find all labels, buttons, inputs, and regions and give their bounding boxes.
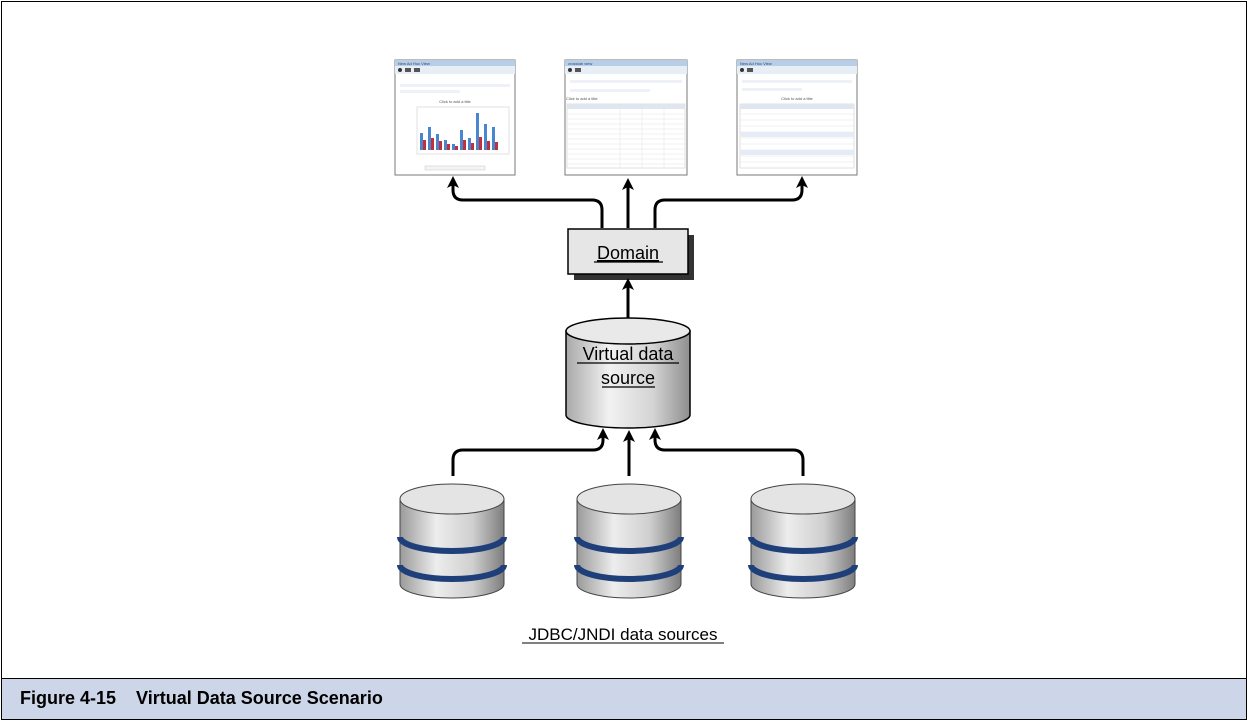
thumb1-title: New Ad Hoc View xyxy=(398,61,430,66)
jdbc-database-icon-3 xyxy=(748,483,858,599)
caption-bar: Figure 4-15 Virtual Data Source Scenario xyxy=(1,678,1247,720)
thumb1-chart-placeholder: Click to add a title xyxy=(439,99,471,104)
virtual-source-label-line1: Virtual data xyxy=(583,344,675,364)
thumb3-chart-placeholder: Click to add a title xyxy=(781,96,813,101)
domain-box: Domain xyxy=(567,228,694,280)
thumb2-title: crosstab view xyxy=(568,61,592,66)
sources-to-virtual-arrows xyxy=(451,428,805,476)
report-thumbnail-chart: New Ad Hoc View Click to add a title xyxy=(394,59,516,176)
figure-caption: Figure 4-15 Virtual Data Source Scenario xyxy=(20,688,383,709)
report-thumbnail-table: New Ad Hoc View Click to add a title xyxy=(736,59,858,176)
figure-title: Virtual Data Source Scenario xyxy=(136,688,383,708)
jdbc-database-icon-1 xyxy=(397,483,507,599)
figure-number: Figure 4-15 xyxy=(20,688,117,708)
thumb1-bars xyxy=(420,113,498,150)
thumb3-title: New Ad Hoc View xyxy=(740,61,772,66)
domain-label: Domain xyxy=(597,243,659,263)
thumb2-chart-placeholder: Click to add a title xyxy=(566,96,598,101)
jdbc-database-icon-2 xyxy=(574,483,684,599)
domain-to-reports-arrows xyxy=(447,176,808,228)
jdbc-sources-label: JDBC/JNDI data sources xyxy=(529,625,718,644)
virtual-source-label-line2: source xyxy=(601,368,655,388)
report-thumbnail-crosstab: crosstab view Click to add a title xyxy=(564,59,688,176)
virtual-data-source-cylinder: Virtual data source xyxy=(565,317,691,429)
